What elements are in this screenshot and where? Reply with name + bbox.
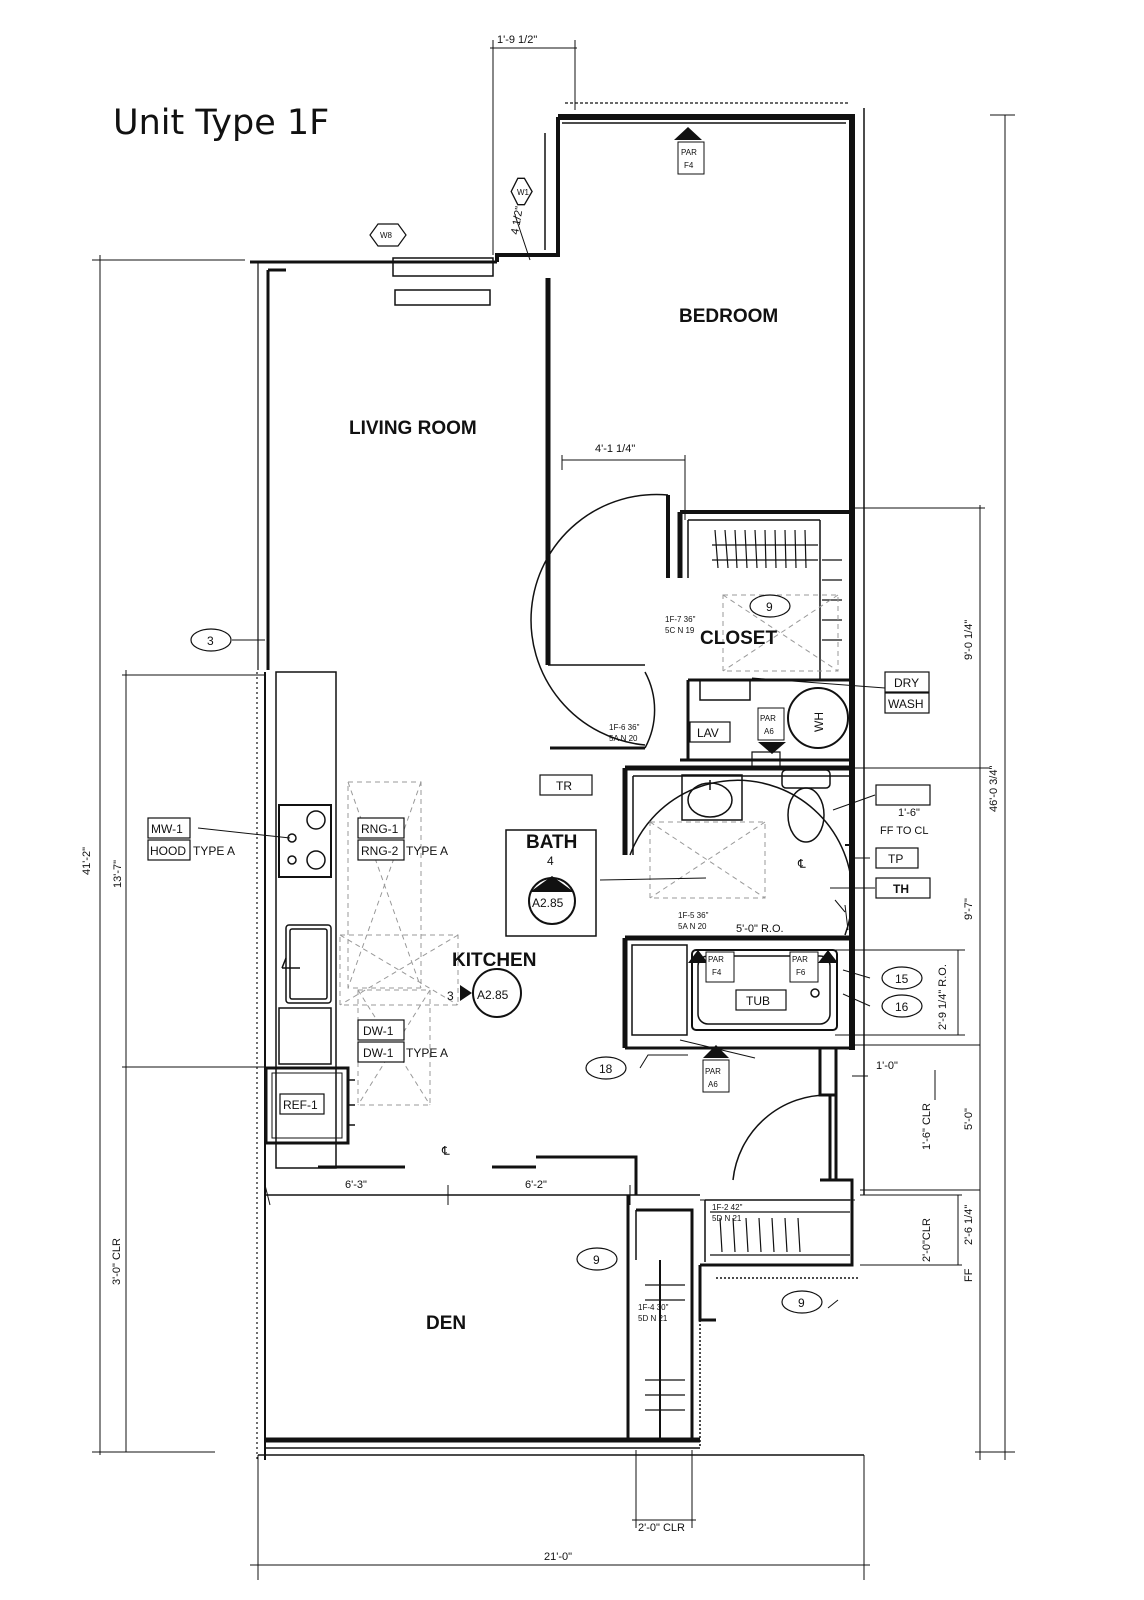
dim-top-offset: 1'-9 1/2" — [497, 34, 537, 46]
dim-door-clr: 1'-6" CLR — [921, 1103, 933, 1150]
key-3: 3 — [207, 634, 214, 648]
dimension-lines — [92, 40, 1015, 1580]
key-18: 18 — [599, 1062, 613, 1076]
tag-w8: W8 — [380, 231, 393, 240]
tag-a6-bottom: A6 — [708, 1080, 718, 1089]
tag-par-bottom: PAR — [705, 1067, 721, 1076]
dim-ff: FF — [963, 1268, 975, 1282]
door-tag-closet-2: 5C N 19 — [665, 626, 695, 635]
bath-fixtures — [631, 679, 849, 1036]
tag-th: TH — [893, 882, 909, 896]
tag-par-tub-right: PAR — [792, 955, 808, 964]
tag-boxes — [147, 671, 931, 1115]
door-tag-bed-1: 1F-6 36" — [609, 723, 640, 732]
bath-detail-number: 4 — [547, 854, 554, 868]
dim-tub-ro-height: 2'-9 1/4" R.O. — [937, 964, 949, 1030]
closet-shelving — [645, 529, 850, 1411]
dim-kitchen-right: 6'-2" — [525, 1179, 547, 1191]
door-tag-bed-2: 5A N 20 — [609, 734, 638, 743]
room-label-bedroom: BEDROOM — [679, 306, 778, 327]
tag-f4-tub-left: F4 — [712, 968, 722, 977]
door-tag-linen-2: 5D N 21 — [712, 1214, 742, 1223]
tag-f6-tub-right: F6 — [796, 968, 806, 977]
dim-overall-width: 21'-0" — [544, 1551, 572, 1563]
key-9-den: 9 — [593, 1253, 600, 1267]
plan-title: Unit Type 1F — [113, 103, 330, 143]
tag-dry: DRY — [894, 676, 919, 690]
centerline-symbol-kitchen: ℄ — [441, 1144, 450, 1158]
key-callouts — [190, 177, 923, 1314]
tag-a6-wh: A6 — [764, 727, 774, 736]
tag-tr: TR — [556, 779, 572, 793]
section-markers — [460, 127, 838, 1093]
tag-par-top: PAR — [681, 148, 697, 157]
room-label-living-room: LIVING ROOM — [349, 418, 477, 439]
room-label-bath: BATH — [526, 832, 577, 853]
dim-den-clr: 3'-0" CLR — [111, 1238, 123, 1285]
dim-wall-return: 4 1/2" — [509, 205, 526, 235]
dim-den-closet-clr: 2'-0" CLR — [638, 1522, 685, 1534]
tag-rng-type: TYPE A — [406, 844, 448, 858]
dim-overall-height: 41'-2" — [81, 847, 93, 875]
tag-lav: LAV — [697, 726, 719, 740]
tag-dw-type: TYPE A — [406, 1046, 448, 1060]
dim-ff-offset: 1'-6" — [898, 807, 920, 819]
door-tag-closet-1: 1F-7 36" — [665, 615, 696, 624]
tag-rng2: RNG-2 — [361, 844, 399, 858]
dim-hall-offset: 1'-0" — [876, 1060, 898, 1072]
kitchen-casework — [264, 671, 355, 1169]
dim-right-overall: 46'-0 3/4" — [988, 766, 1000, 812]
kitchen-detail-sheet: A2.85 — [477, 988, 509, 1002]
kitchen-detail-number: 3 — [447, 989, 454, 1003]
door-tag-den-closet-1: 1F-4 30" — [638, 1303, 669, 1312]
dim-kitchen-run: 13'-7" — [112, 860, 124, 888]
tag-tub: TUB — [746, 994, 770, 1008]
dim-linen-depth: 2'-6 1/4" — [963, 1205, 975, 1245]
tag-dw1-a: DW-1 — [363, 1024, 394, 1038]
tag-ref1: REF-1 — [283, 1098, 318, 1112]
tag-dw1-b: DW-1 — [363, 1046, 394, 1060]
tag-rng1: RNG-1 — [361, 822, 399, 836]
dim-hall-depth: 5'-0" — [963, 1108, 975, 1130]
room-label-den: DEN — [426, 1313, 466, 1334]
dim-bed-closet-width: 4'-1 1/4" — [595, 443, 635, 455]
dim-linen-clr: 2'-0"CLR — [921, 1218, 933, 1262]
key-9-linen: 9 — [798, 1296, 805, 1310]
room-label-kitchen: KITCHEN — [452, 950, 536, 971]
dim-kitchen-left: 6'-3" — [345, 1179, 367, 1191]
tag-wh: WH — [812, 712, 826, 732]
door-tag-den-closet-2: 5D N 21 — [638, 1314, 668, 1323]
room-label-closet: CLOSET — [700, 628, 777, 649]
dim-ff-to-cl: FF TO CL — [880, 825, 929, 837]
door-tag-bath-2: 5A N 20 — [678, 922, 707, 931]
dim-closet-depth: 9'-0 1/4" — [963, 620, 975, 660]
key-15: 15 — [895, 972, 909, 986]
walls — [250, 102, 865, 1460]
key-16: 16 — [895, 1000, 909, 1014]
dim-bath-depth: 9'-7" — [963, 898, 975, 920]
door-tag-bath-1: 1F-5 36" — [678, 911, 709, 920]
tag-hood: HOOD — [150, 844, 186, 858]
tag-par-tub-left: PAR — [708, 955, 724, 964]
bath-detail-sheet: A2.85 — [532, 896, 564, 910]
key-9-closet: 9 — [766, 600, 773, 614]
centerline-symbol-bath: ℄ — [797, 857, 806, 871]
door-tag-linen-1: 1F-2 42" — [712, 1203, 743, 1212]
tag-tp: TP — [888, 852, 903, 866]
tag-wash: WASH — [888, 697, 924, 711]
tag-w1: W1 — [517, 188, 530, 197]
tag-hood-type: TYPE A — [193, 844, 235, 858]
dim-tub-ro: 5'-0" R.O. — [736, 923, 784, 935]
tag-f4-top: F4 — [684, 161, 694, 170]
tag-par-wh: PAR — [760, 714, 776, 723]
tag-mw1: MW-1 — [151, 822, 183, 836]
